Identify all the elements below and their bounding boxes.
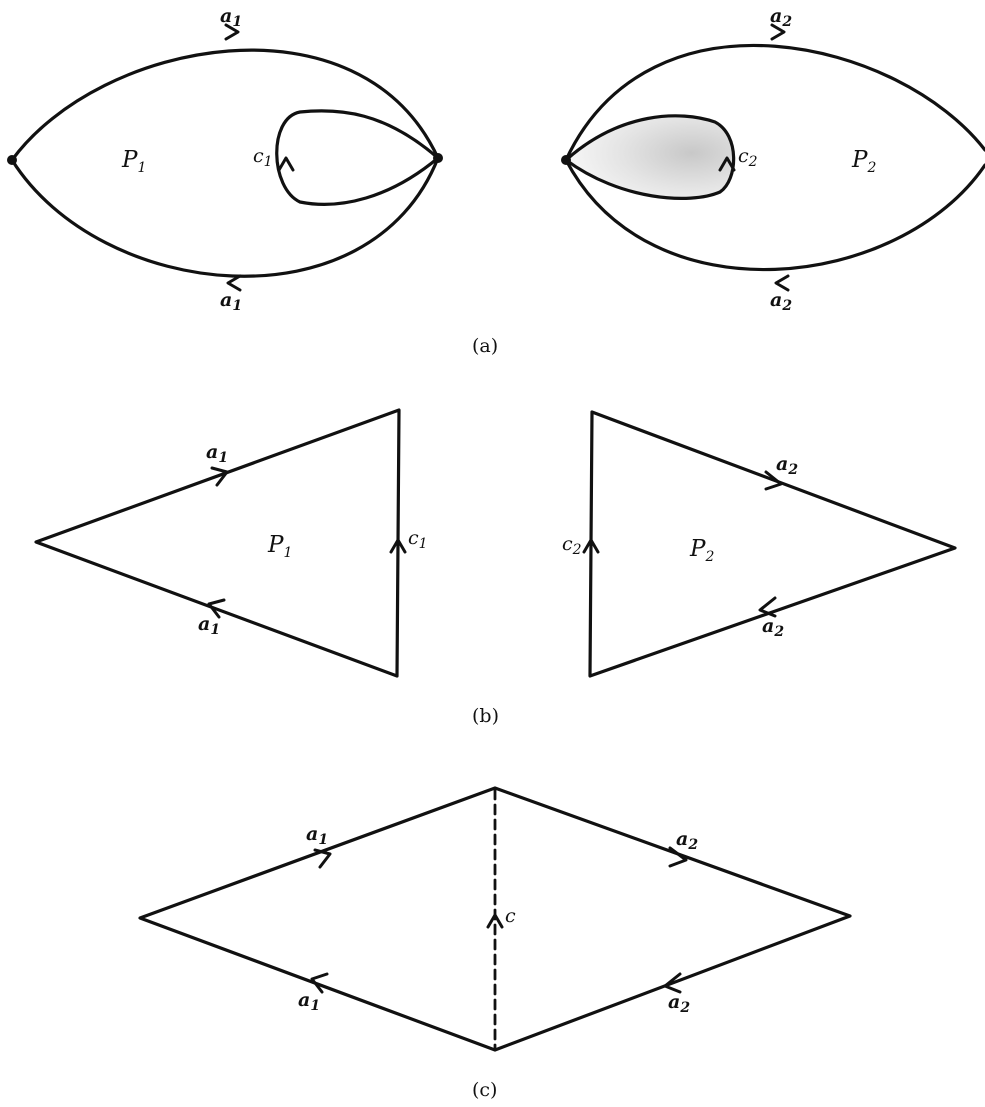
panel-c: a1 a1 c a2 a2 (c) (138, 786, 852, 1101)
c-label-a2-top: a2 (676, 828, 698, 853)
b-label-c2: c2 (562, 533, 582, 558)
b-arrow-a2-bottom (758, 596, 777, 618)
b-p1-triangle (34, 408, 401, 678)
a-p2-loop-c2 (564, 114, 736, 200)
c-arrow-a1-top (313, 848, 332, 869)
a-p1-edge-a1-bottom (10, 156, 440, 278)
a-label-a1-top: a1 (220, 5, 242, 30)
a-p2-shaded-loop (566, 115, 734, 199)
c-arrow-a2-bottom (663, 972, 682, 994)
a-label-p2: P2 (851, 147, 876, 176)
b-arrow-a2-top (764, 470, 783, 491)
a-caption: (a) (472, 335, 498, 357)
c-arrow-a2-top (668, 846, 688, 868)
b-caption: (b) (472, 705, 499, 727)
b-label-c1: c1 (408, 527, 428, 552)
a-arrow-a1-bottom (226, 274, 242, 292)
a-p1-vertex-right (433, 153, 443, 163)
b-p2-triangle (588, 410, 957, 678)
c-label-a1-bottom: a1 (298, 989, 320, 1014)
b-label-a1-top: a1 (206, 441, 228, 466)
c-caption: (c) (472, 1079, 497, 1101)
a-arrow-a2-top (770, 23, 786, 41)
a-label-a2-bottom: a2 (770, 289, 792, 314)
a-p2-vertex-left (561, 155, 571, 165)
panel-b: a1 a1 c1 P1 a2 a2 c2 P2 (b) (34, 408, 957, 727)
a-label-a1-bottom: a1 (220, 289, 242, 314)
a-arrow-c2 (718, 156, 736, 172)
a-p1-vertex-left (7, 155, 17, 165)
b-label-a1-bottom: a1 (198, 613, 220, 638)
b-label-p2: P2 (689, 536, 714, 565)
c-label-a1-top: a1 (306, 823, 328, 848)
a-arrow-a1-top (224, 23, 240, 41)
b-arrow-a1-bottom (207, 598, 226, 619)
c-arrow-a1-bottom (310, 972, 329, 994)
a-label-a2-top: a2 (770, 5, 792, 30)
a-label-p1: P1 (121, 147, 146, 176)
c-quadrilateral (138, 786, 852, 1052)
a-p1-loop-c1 (275, 109, 440, 206)
b-label-a2-top: a2 (776, 453, 798, 478)
b-arrow-a1-top (210, 466, 229, 487)
a-p2-edge-a2-bottom (564, 158, 985, 272)
a-arrow-c1 (277, 156, 295, 172)
a-p2-edge-a2-top (564, 44, 985, 162)
c-arrow-c (486, 913, 504, 929)
panel-a: a1 a1 c1 P1 a2 a2 c2 P2 (a) (7, 5, 985, 357)
a-label-c1: c1 (253, 145, 273, 170)
c-label-a2-bottom: a2 (668, 991, 690, 1016)
b-arrow-c1 (389, 538, 407, 554)
a-p1-edge-a1-top (10, 48, 440, 162)
c-label-c: c (505, 905, 516, 927)
a-arrow-a2-bottom (774, 274, 790, 292)
b-label-p1: P1 (267, 532, 292, 561)
b-arrow-c2 (582, 538, 600, 554)
b-label-a2-bottom: a2 (762, 615, 784, 640)
a-label-c2: c2 (738, 145, 758, 170)
